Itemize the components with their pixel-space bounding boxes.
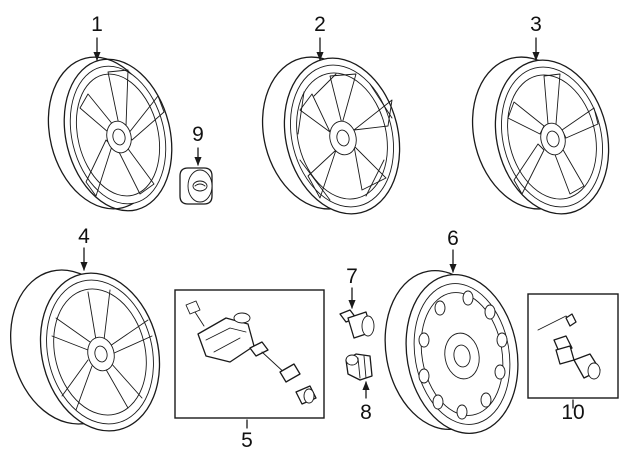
callout-9: 9 [192, 123, 204, 146]
spare-wheel-6-icon [384, 249, 519, 435]
callout-10: 10 [561, 401, 585, 424]
wheel-3-icon [471, 37, 610, 215]
callout-4: 4 [78, 225, 90, 248]
wheel-lock-kit-10-icon [527, 293, 619, 409]
callout-5: 5 [241, 429, 253, 452]
callout-3: 3 [530, 13, 542, 36]
wheel-1-icon [47, 37, 173, 212]
center-cap-9-icon [179, 147, 213, 205]
wheel-4-icon [9, 247, 161, 432]
valve-stem-7-icon [339, 287, 375, 339]
wheel-2-icon [261, 37, 401, 215]
callout-8: 8 [360, 401, 372, 424]
callout-2: 2 [314, 13, 326, 36]
callout-6: 6 [447, 227, 459, 250]
callout-7: 7 [346, 265, 358, 288]
callout-1: 1 [91, 13, 103, 36]
valve-cap-8-icon [345, 353, 373, 399]
tpms-kit-5-icon [174, 289, 325, 429]
